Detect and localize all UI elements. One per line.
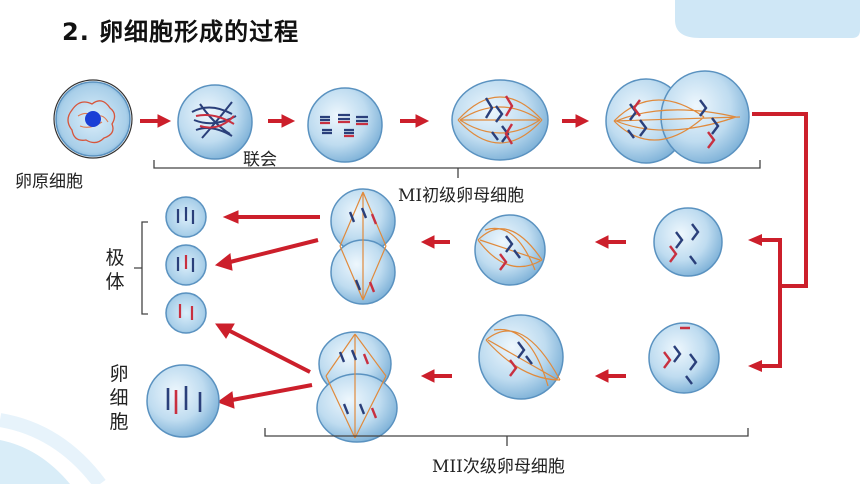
- polar-metaphase-cell: [474, 214, 546, 286]
- vertical-char: 胞: [109, 411, 129, 433]
- egg-cell: [146, 364, 220, 438]
- oogonium-cell: [53, 79, 133, 159]
- first-polar-body-cell: [653, 207, 723, 277]
- label-oogonium: 卵原细胞: [15, 172, 83, 192]
- vertical-char: 极: [105, 247, 125, 269]
- polar-body-bracket: [134, 221, 148, 315]
- row3-arrows: [215, 323, 626, 409]
- polar-body-3: [165, 292, 207, 334]
- page-title: 2. 卵细胞形成的过程: [62, 18, 300, 46]
- branch-connector: [752, 112, 808, 368]
- metaphase-one-cell: [451, 79, 549, 161]
- polar-anaphase-cell: [330, 188, 396, 305]
- secondary-oocyte-cell: [648, 322, 720, 394]
- row2-arrows: [214, 210, 626, 271]
- corner-wave: [0, 413, 106, 484]
- primary-oocyte-bracket: [153, 160, 761, 178]
- label-secondary-oocyte: MII次级卵母细胞: [432, 457, 565, 477]
- nucleus-dot: [85, 111, 101, 127]
- secondary-anaphase-cell: [316, 331, 398, 443]
- vertical-char: 卵: [109, 363, 129, 385]
- vertical-char: 细: [109, 387, 129, 409]
- synapsis-cell: [307, 87, 383, 163]
- row1-arrows: [140, 114, 590, 128]
- label-polar-body: 极体: [104, 246, 126, 294]
- secondary-metaphase-cell: [478, 314, 564, 400]
- label-primary-oocyte: MI初级卵母细胞: [398, 186, 525, 206]
- secondary-oocyte-bracket: [264, 428, 749, 446]
- bottom-left-corner: [0, 440, 70, 484]
- vertical-char: 体: [105, 271, 125, 293]
- top-right-tab: [675, 0, 860, 38]
- polar-body-1: [165, 196, 207, 238]
- leptotene-cell: [177, 84, 253, 160]
- polar-body-2: [165, 244, 207, 286]
- anaphase-one-cell: [605, 70, 750, 164]
- label-egg-cell: 卵细胞: [108, 362, 130, 434]
- label-synapsis: 联会: [243, 150, 277, 170]
